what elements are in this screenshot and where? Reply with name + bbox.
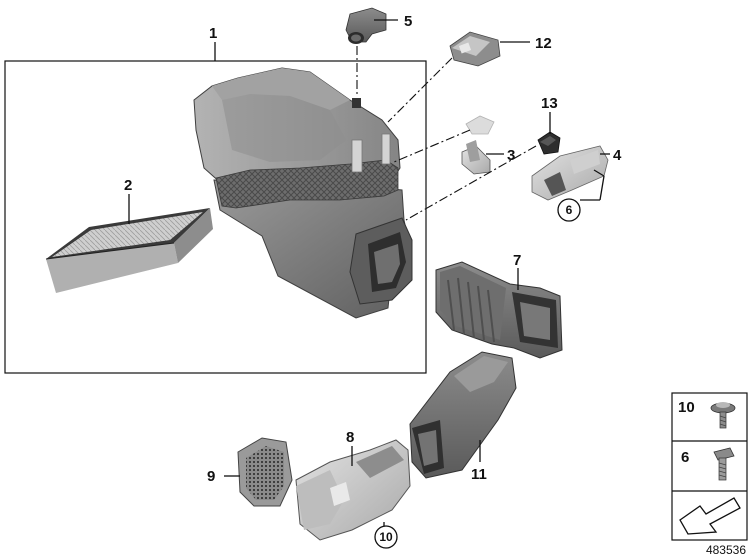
circled-ref-6: 6 — [557, 198, 581, 222]
label-part-4: 4 — [613, 147, 622, 164]
legend-label-10: 10 — [678, 399, 695, 416]
sensor-part-5 — [345, 7, 387, 44]
label-part-13: 13 — [541, 95, 558, 112]
duct-part-8 — [295, 439, 411, 541]
label-part-9: 9 — [207, 468, 215, 485]
air-filter-element — [45, 208, 213, 293]
image-reference-number: 483536 — [706, 543, 746, 557]
direction-arrow-icon — [679, 497, 741, 535]
intake-duct-part-7 — [435, 261, 563, 359]
leader-lines — [128, 19, 610, 526]
screw-icon-10 — [710, 402, 736, 429]
label-part-8: 8 — [346, 429, 354, 446]
dashed-leaders — [356, 46, 537, 221]
cap-part-13 — [537, 131, 561, 155]
bracket-part-13-ghost — [465, 115, 495, 135]
label-part-3: 3 — [507, 147, 515, 164]
grille-inlet-part-9 — [237, 437, 293, 507]
circled-ref-6-text: 6 — [566, 203, 573, 217]
label-part-5: 5 — [404, 13, 412, 30]
legend-label-6: 6 — [681, 449, 689, 466]
fastener-legend: 10 6 — [671, 392, 748, 541]
bolt-icon-6 — [713, 447, 735, 481]
label-part-1: 1 — [209, 25, 217, 42]
label-part-11: 11 — [471, 466, 487, 483]
label-part-12: 12 — [535, 35, 552, 52]
circled-ref-10-text: 10 — [379, 530, 393, 544]
duct-part-11 — [409, 351, 517, 479]
circled-ref-10: 10 — [374, 525, 398, 549]
holder-part-4 — [531, 145, 609, 201]
label-part-7: 7 — [513, 252, 521, 269]
bracket-part-3 — [461, 140, 491, 175]
sensor-part-12 — [449, 31, 501, 67]
air-intake-housing — [193, 67, 413, 319]
label-part-2: 2 — [124, 177, 132, 194]
